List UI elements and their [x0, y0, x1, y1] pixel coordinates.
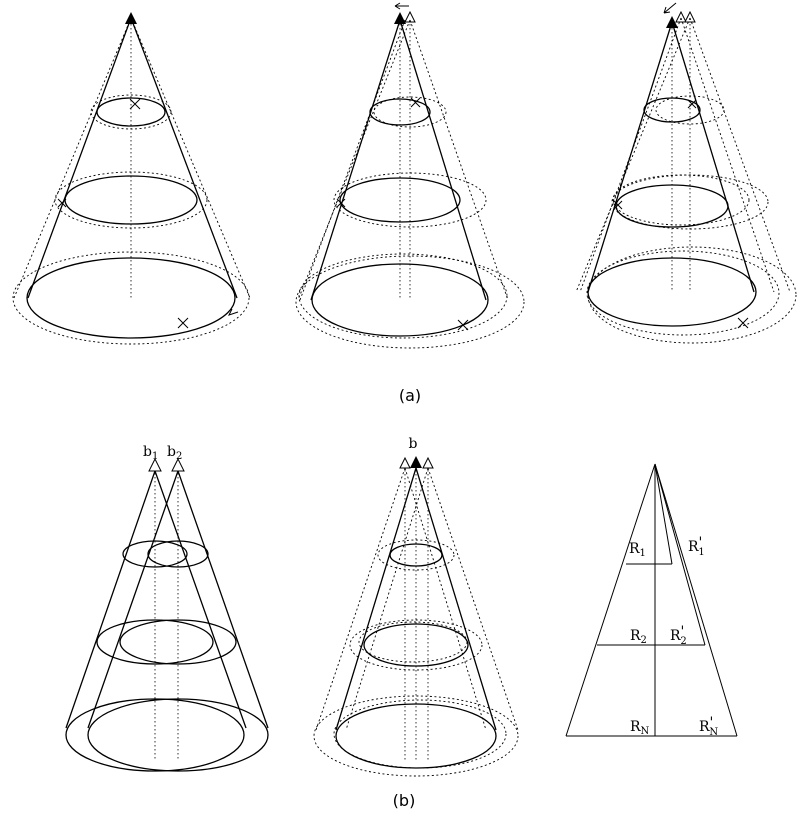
beam-marker-left-icon	[399, 456, 411, 469]
cone-a3	[575, 2, 797, 344]
apex-marker-outline-icon	[684, 10, 696, 23]
label-rn: RN	[630, 719, 650, 737]
cone-b2: b	[313, 436, 519, 777]
caption-b: (b)	[393, 791, 416, 810]
beam-b2-label: b2	[167, 444, 182, 462]
cone-a2	[295, 2, 525, 349]
rotation-arrow-icon	[663, 2, 677, 14]
cone-b1: b1 b2	[65, 444, 269, 772]
label-rn-prime: R'N	[699, 715, 718, 738]
label-r2: R2	[630, 628, 647, 646]
label-r2-prime: R'2	[670, 624, 687, 647]
beam-b1-marker-icon	[148, 457, 162, 472]
beam-marker-right-icon	[422, 456, 434, 469]
caption-a: (a)	[399, 386, 421, 405]
apex-marker-icon	[394, 12, 406, 24]
triangle-b3: R1 R'1 R2 R'2 RN R'N	[565, 463, 738, 738]
label-r1: R1	[629, 541, 646, 559]
beam-b1-label: b1	[143, 444, 158, 462]
beam-b-label: b	[409, 436, 418, 452]
beam-marker-center-icon	[410, 456, 422, 468]
apex-marker-outline-icon	[404, 10, 416, 23]
label-r1-prime: R'1	[688, 535, 705, 558]
apex-marker-outline-icon	[675, 10, 687, 23]
cone-a1	[12, 12, 251, 345]
rotation-arrow-icon	[394, 2, 409, 10]
